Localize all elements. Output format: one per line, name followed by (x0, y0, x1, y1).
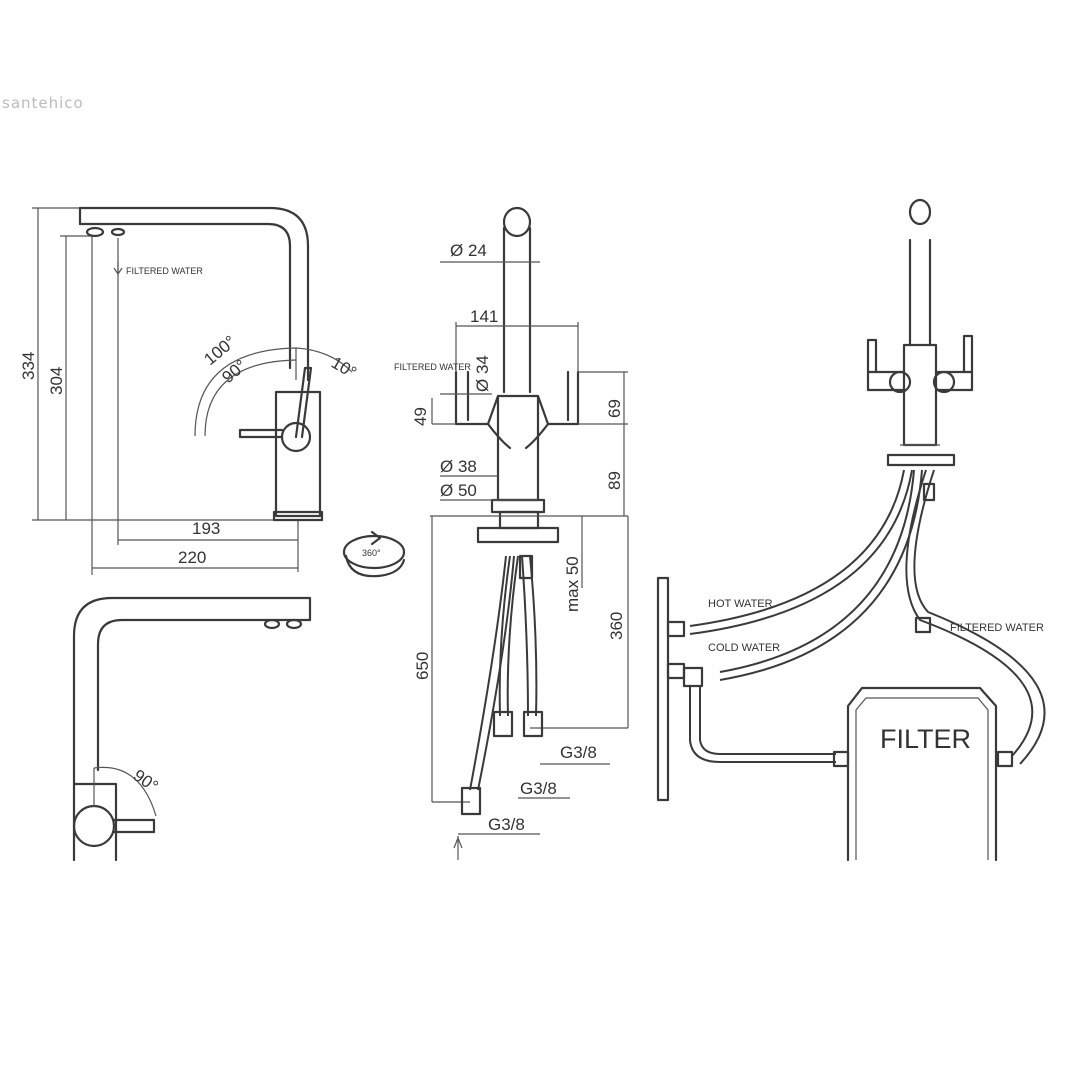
dim-89: 89 (605, 471, 624, 490)
filter-label: FILTER (880, 724, 971, 754)
dim-d24: Ø 24 (450, 241, 487, 260)
top-angle-90: 90° (130, 766, 162, 796)
dim-d50: Ø 50 (440, 481, 477, 500)
g38-2: G3/8 (520, 779, 557, 798)
front-filtered-water: FILTERED WATER (394, 362, 471, 372)
dim-650: 650 (413, 652, 432, 680)
dim-max50: max 50 (563, 556, 582, 612)
top-view: 90° (72, 596, 312, 862)
install-filtered-water: FILTERED WATER (950, 622, 1044, 634)
dim-220: 220 (178, 548, 206, 567)
side-view: 334 304 193 220 100° 90° 10° FILTERED WA… (19, 206, 406, 578)
g38-1: G3/8 (560, 743, 597, 762)
install-view: HOT WATER COLD WATER FILTERED WATER FILT… (656, 198, 1046, 862)
svg-text:360°: 360° (362, 548, 381, 558)
dim-360: 360 (607, 612, 626, 640)
angle-90: 90° (218, 356, 250, 387)
rotation-360-icon: 360° (342, 530, 406, 578)
front-view: Ø 24 141 Ø 34 49 69 Ø 38 Ø 50 89 max 50 … (394, 206, 629, 860)
dim-141: 141 (470, 307, 498, 326)
dim-304: 304 (47, 367, 66, 395)
dim-193: 193 (192, 519, 220, 538)
dim-69: 69 (605, 399, 624, 418)
hot-water-label: HOT WATER (708, 598, 773, 610)
cold-water-label: COLD WATER (708, 642, 780, 654)
g38-3: G3/8 (488, 815, 525, 834)
dim-d38: Ø 38 (440, 457, 477, 476)
dim-334: 334 (19, 352, 38, 380)
brand-watermark: santehico (2, 94, 84, 112)
filtered-water-label: FILTERED WATER (126, 266, 203, 276)
dim-d34: Ø 34 (473, 355, 492, 392)
dim-49: 49 (411, 407, 430, 426)
